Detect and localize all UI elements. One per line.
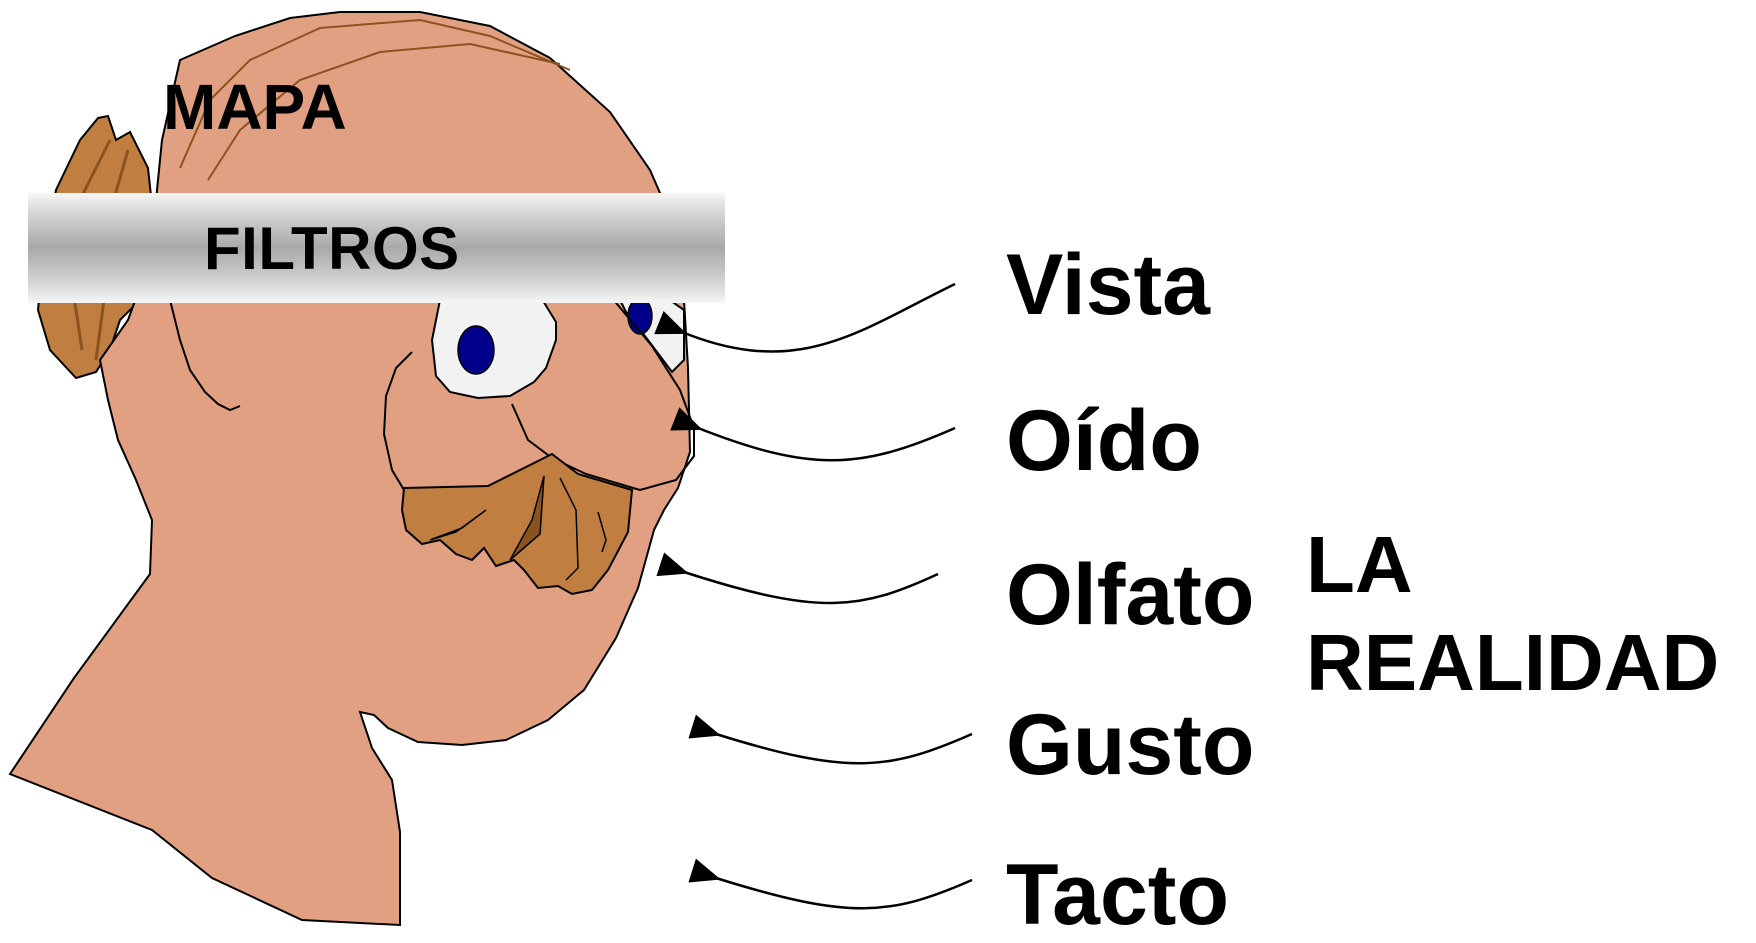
sense-label-tacto: Tacto — [1006, 852, 1229, 938]
sense-label-oido: Oído — [1006, 398, 1202, 484]
reality-label-line1: LA — [1306, 516, 1719, 614]
reality-label: LA REALIDAD — [1306, 516, 1719, 712]
arrow-oido — [698, 428, 955, 460]
sense-label-olfato: Olfato — [1006, 552, 1254, 638]
sense-label-gusto: Gusto — [1006, 702, 1254, 788]
reality-label-line2: REALIDAD — [1306, 614, 1719, 712]
arrow-vista — [682, 284, 955, 352]
arrow-tacto — [716, 878, 972, 908]
sense-label-vista: Vista — [1006, 242, 1210, 328]
arrow-gusto — [716, 734, 972, 763]
arrow-olfato — [684, 572, 938, 603]
